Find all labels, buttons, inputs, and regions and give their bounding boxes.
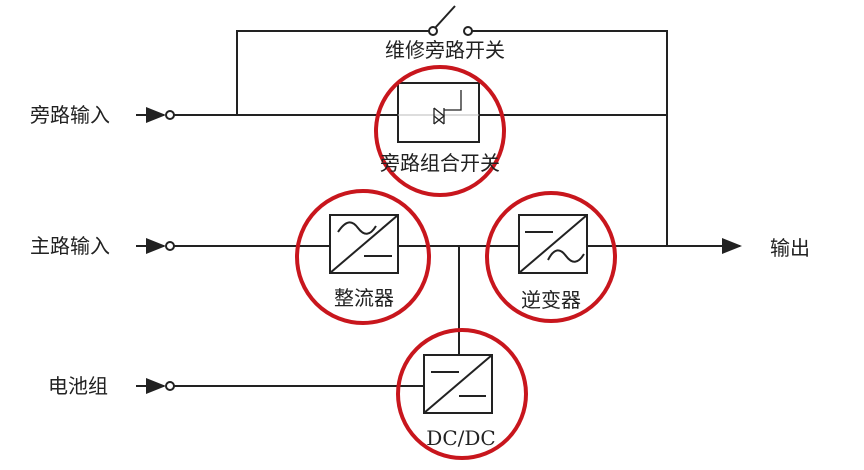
dcdc-block: [423, 354, 493, 414]
switch-blade: [434, 5, 456, 29]
inverter-block: [518, 214, 588, 274]
maintenance-bypass-switch-label: 维修旁路开关: [385, 38, 505, 62]
battery-label: 电池组: [48, 374, 108, 398]
dcdc-label: DC/DC: [426, 426, 495, 450]
bypass-input-terminal: [165, 110, 175, 120]
ac-wave-icon: [337, 221, 377, 235]
rectifier-label: 整流器: [334, 286, 394, 310]
rectifier-block: [329, 214, 399, 274]
bypass-static-switch: [397, 82, 480, 143]
output-label: 输出: [770, 236, 810, 260]
ac-wave-icon: [547, 249, 585, 263]
battery-terminal: [165, 381, 175, 391]
bypass-input-label: 旁路输入: [30, 103, 110, 127]
maintenance-bypass-path: [236, 5, 668, 246]
inverter-highlight: [485, 191, 617, 323]
main-input-terminal: [165, 241, 175, 251]
main-input-label: 主路输入: [30, 234, 110, 258]
bypass-switch-highlight: [374, 65, 506, 197]
dcdc-highlight: [396, 328, 528, 460]
inverter-label: 逆变器: [521, 288, 581, 312]
rectifier-highlight: [295, 189, 431, 325]
bypass-static-switch-label: 旁路组合开关: [380, 151, 500, 175]
